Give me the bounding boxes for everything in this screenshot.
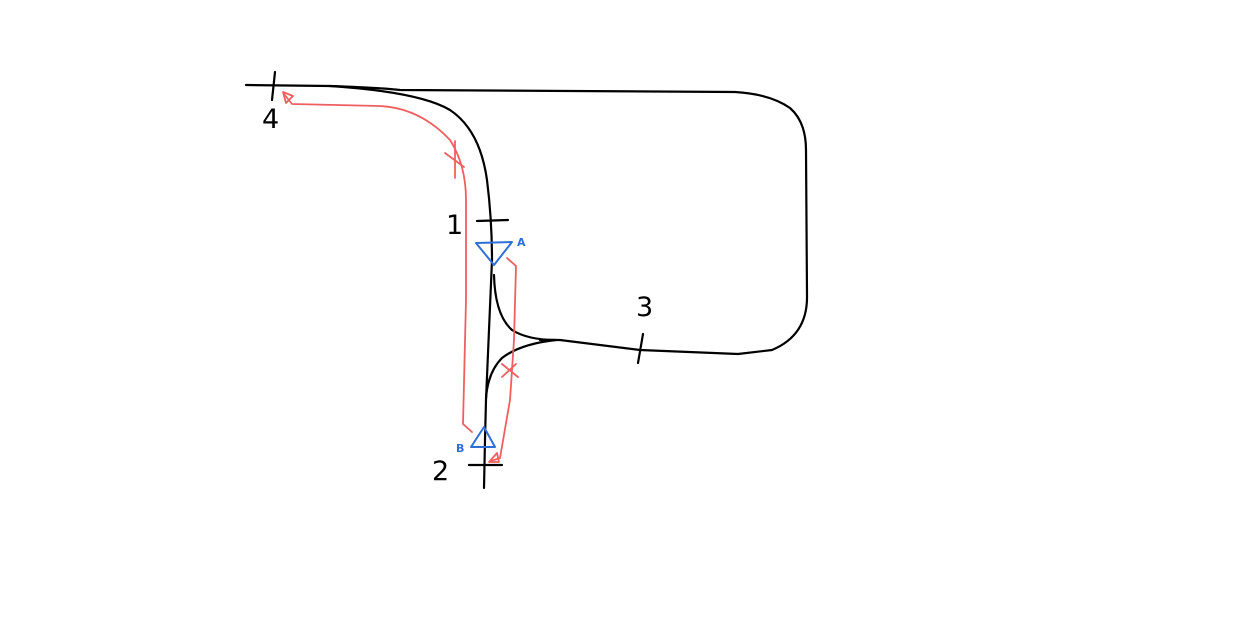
signal-a-label: A [517,236,526,249]
label-point-3: 3 [636,292,653,323]
track-layer [244,83,809,490]
signal-b-icon [470,426,496,448]
signal-a-icon [475,241,513,266]
track-top-left [244,83,809,356]
track-inner-curve [328,84,494,262]
signal-b-label: B [456,442,464,455]
route-arrowhead-4 [282,91,294,104]
tick-point-4 [270,70,277,102]
route-cross-lower [501,363,519,378]
tick-point-1 [475,218,510,223]
track-branch-upper [492,273,558,342]
labels-layer: 4 1 3 2 [262,104,653,487]
label-point-2: 2 [432,456,449,487]
track-branch-lower [484,338,558,400]
signals-layer: A B [456,236,526,455]
route-cross-upper [444,140,465,179]
label-point-1: 1 [446,210,463,241]
route-b-to-4 [283,93,473,433]
route-layer [282,91,519,463]
label-point-4: 4 [262,104,279,135]
ticks-layer [270,70,645,467]
track-vertical [482,258,494,490]
route-arrowhead-2 [488,452,500,463]
tick-point-3 [636,332,645,365]
